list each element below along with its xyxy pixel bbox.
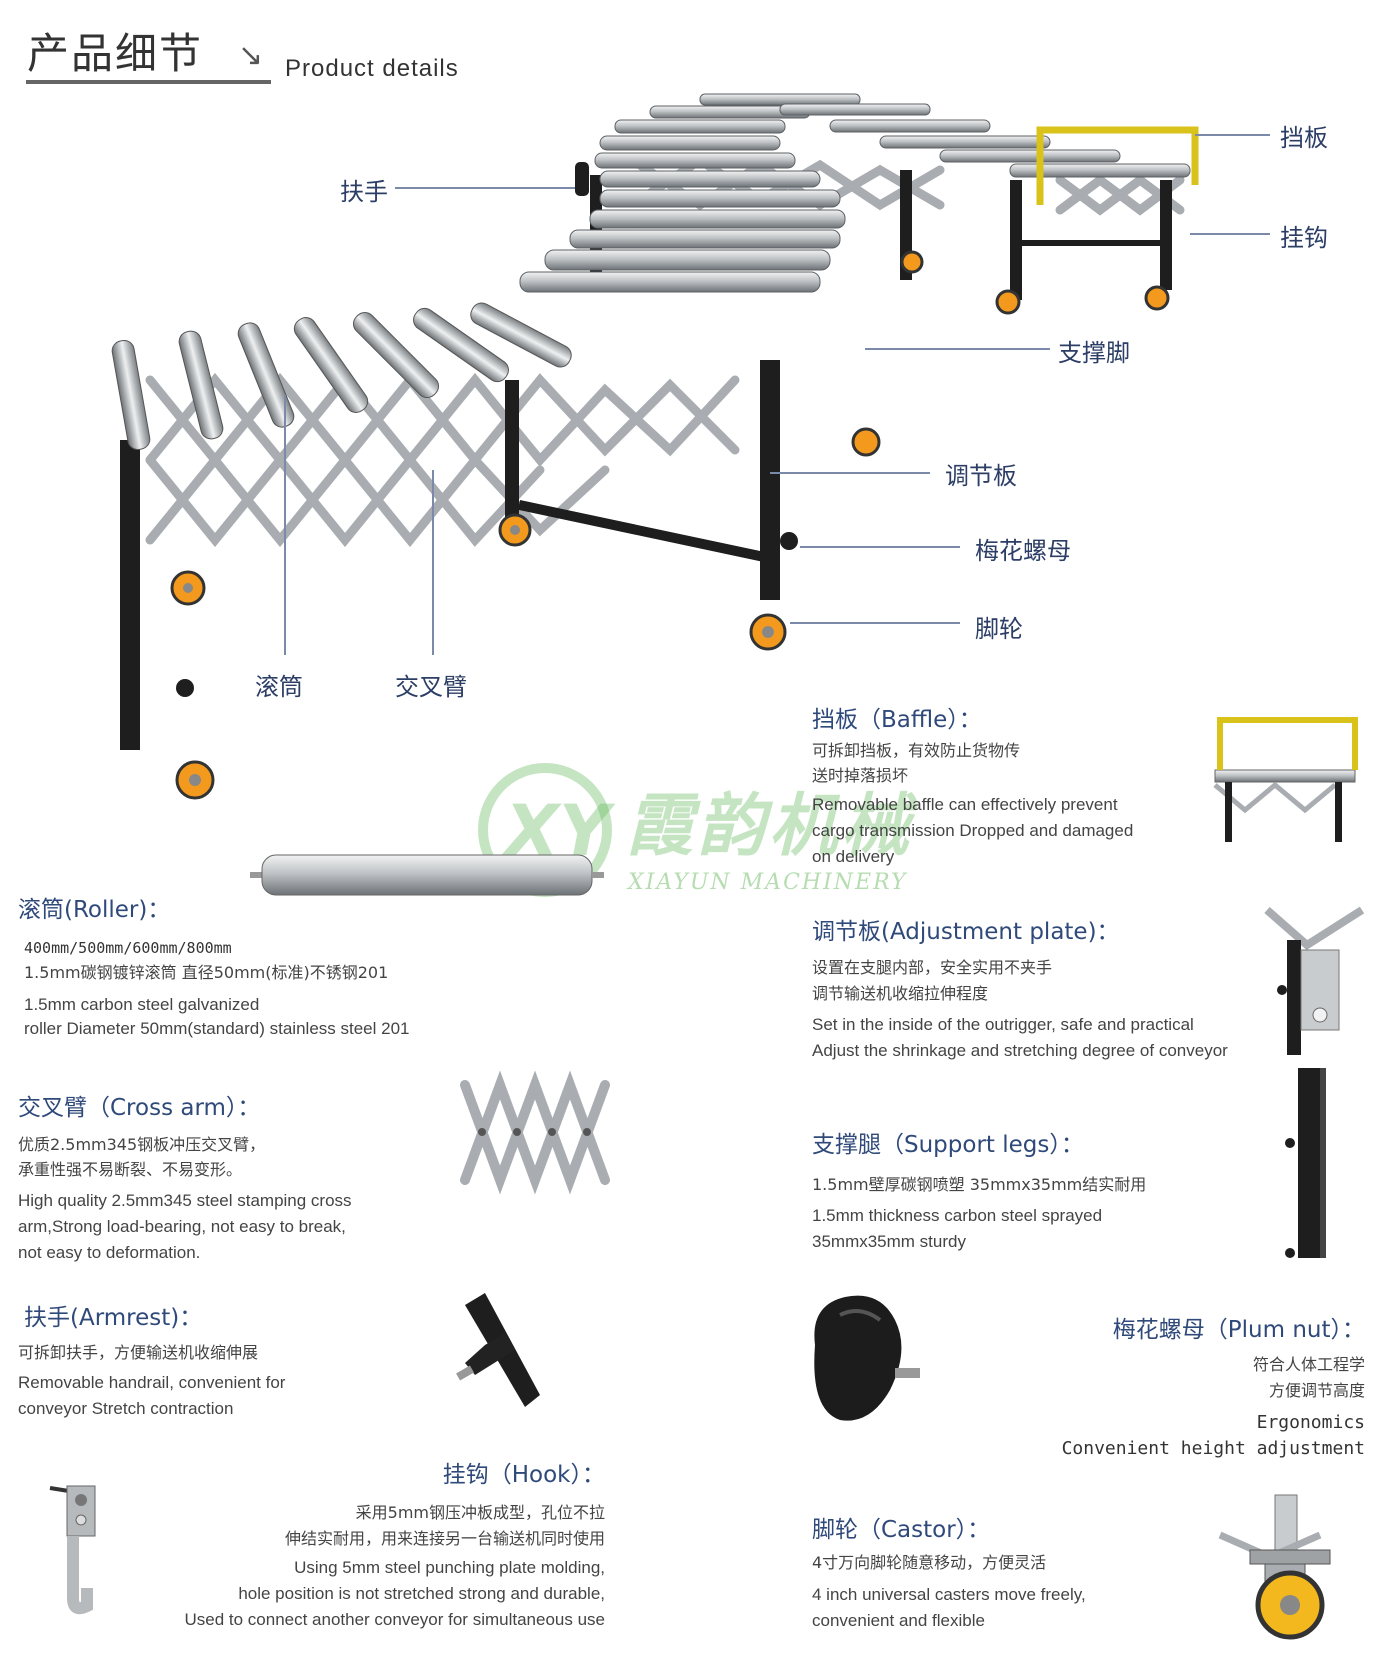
support-legs-en-line-1: 1.5mm thickness carbon steel sprayed: [812, 1206, 1103, 1225]
callout-roller: 滚筒: [255, 673, 303, 701]
roller-cn-line-1: 400mm/500mm/600mm/800mm: [24, 939, 232, 957]
roller-en-line-2: roller Diameter 50mm(standard) stainless…: [24, 1019, 410, 1038]
callout-armrest: 扶手: [340, 178, 388, 206]
cross-arm-cn-line-1: 优质2.5mm345钢板冲压交叉臂，: [18, 1135, 266, 1154]
section-title-cross-arm: 交叉臂（Cross arm）：: [18, 1095, 261, 1121]
armrest-photo: [456, 1293, 540, 1407]
armrest-en-line-2: conveyor Stretch contraction: [18, 1399, 234, 1418]
arrow-down-right-icon: ↘: [238, 39, 264, 72]
leader-line-hook: [1190, 233, 1270, 235]
conveyor-illustration: [111, 93, 1199, 800]
leader-line-armrest: [395, 187, 575, 189]
plum-nut-cn-line-1: 符合人体工程学: [1252, 1355, 1365, 1374]
baffle-en-line-1: Removable baffle can effectively prevent: [812, 795, 1118, 814]
callout-castor: 脚轮: [975, 615, 1023, 643]
hook-cn-line-1: 采用5mm钢压冲板成型，孔位不拉: [355, 1503, 605, 1522]
adjustment-plate-cn-line-1: 设置在支腿内部，安全实用不夹手: [812, 958, 1053, 977]
cross-arm-en-line-3: not easy to deformation.: [18, 1243, 201, 1262]
hook-en-line-2: hole position is not stretched strong an…: [238, 1584, 605, 1603]
adjustment-plate-en-line-2: Adjust the shrinkage and stretching degr…: [812, 1041, 1228, 1060]
section-title-armrest: 扶手(Armrest)：: [24, 1305, 203, 1331]
roller-cn-line-2: 1.5mm碳钢镀锌滚筒 直径50mm(标准)不锈钢201: [24, 963, 389, 982]
watermark-brand-cn: 霞韵机械: [625, 787, 914, 866]
armrest-cn-line-1: 可拆卸扶手，方便输送机收缩伸展: [18, 1343, 259, 1362]
callout-cross-arm: 交叉臂: [395, 673, 467, 701]
hook-cn-line-2: 伸结实耐用，用来连接另一台输送机同时使用: [284, 1529, 605, 1548]
plum-nut-en-line-2: Convenient height adjustment: [1061, 1438, 1365, 1459]
cross-arm-en-line-2: arm,Strong load-bearing, not easy to bre…: [18, 1217, 346, 1236]
baffle-cn-line-2: 送时掉落损坏: [812, 766, 909, 785]
support-legs-cn-line-1: 1.5mm壁厚碳钢喷塑 35mmx35mm结实耐用: [812, 1175, 1147, 1194]
castor-en-line-1: 4 inch universal casters move freely,: [812, 1585, 1086, 1604]
plum-nut-en-line-1: Ergonomics: [1256, 1412, 1365, 1433]
callout-hook: 挂钩: [1280, 224, 1328, 252]
adjustment-plate-en-line-1: Set in the inside of the outrigger, safe…: [812, 1015, 1194, 1034]
section-title-hook: 挂钩（Hook）：: [442, 1462, 605, 1488]
leader-line-cross-arm: [432, 470, 434, 655]
plum-nut-cn-line-2: 方便调节高度: [1268, 1381, 1365, 1400]
leader-line-castor: [790, 622, 960, 624]
callout-baffle: 挡板: [1280, 124, 1328, 152]
leader-line-plum-nut: [800, 546, 960, 548]
section-title-plum-nut: 梅花螺母（Plum nut）：: [1112, 1317, 1365, 1343]
roller-photo: [250, 854, 604, 896]
castor-en-line-2: convenient and flexible: [812, 1611, 985, 1630]
adjustment-plate-photo: [1264, 906, 1365, 1055]
page-title: 产品细节: [27, 29, 204, 78]
adjustment-plate-cn-line-2: 调节输送机收缩拉伸程度: [812, 984, 989, 1003]
baffle-en-line-3: on delivery: [812, 847, 895, 866]
castor-photo: [1218, 1494, 1331, 1640]
leader-line-baffle: [1195, 134, 1270, 136]
cross-arm-photo: [460, 1070, 610, 1195]
cross-arm-en-line-1: High quality 2.5mm345 steel stamping cro…: [18, 1191, 352, 1210]
leader-line-roller: [284, 395, 286, 655]
baffle-en-line-2: cargo transmission Dropped and damaged: [812, 821, 1134, 840]
baffle-cn-line-1: 可拆卸挡板，有效防止货物传: [812, 741, 1021, 760]
title-underline: [26, 80, 271, 84]
section-title-adjustment-plate: 调节板(Adjustment plate)：: [812, 919, 1120, 945]
baffle-photo: [1213, 717, 1358, 842]
callout-plum-nut: 梅花螺母: [975, 537, 1071, 565]
support-legs-en-line-2: 35mmx35mm sturdy: [812, 1232, 966, 1251]
castor-cn-line-1: 4寸万向脚轮随意移动，方便灵活: [812, 1553, 1047, 1572]
section-title-castor: 脚轮（Castor）：: [812, 1517, 991, 1543]
page-subtitle: Product details: [285, 55, 459, 82]
section-title-roller: 滚筒(Roller)：: [18, 897, 171, 923]
support-legs-photo: [1285, 1068, 1326, 1258]
section-title-baffle: 挡板（Baffle）：: [812, 707, 982, 733]
leader-line-adjustment-plate: [770, 472, 930, 474]
callout-support-leg: 支撑脚: [1058, 339, 1130, 367]
watermark-brand-en: XIAYUN MACHINERY: [628, 870, 908, 895]
section-title-support-legs: 支撑腿（Support legs）：: [812, 1132, 1084, 1158]
roller-en-line-1: 1.5mm carbon steel galvanized: [24, 995, 260, 1014]
hook-en-line-1: Using 5mm steel punching plate molding,: [294, 1558, 605, 1577]
callout-adjustment-plate: 调节板: [945, 462, 1017, 490]
armrest-en-line-1: Removable handrail, convenient for: [18, 1373, 286, 1392]
leader-line-support-leg: [865, 348, 1050, 350]
plum-nut-photo: [814, 1295, 920, 1421]
hook-photo: [49, 1485, 96, 1615]
hook-en-line-3: Used to connect another conveyor for sim…: [184, 1610, 605, 1629]
cross-arm-cn-line-2: 承重性强不易断裂、不易变形。: [18, 1160, 243, 1179]
